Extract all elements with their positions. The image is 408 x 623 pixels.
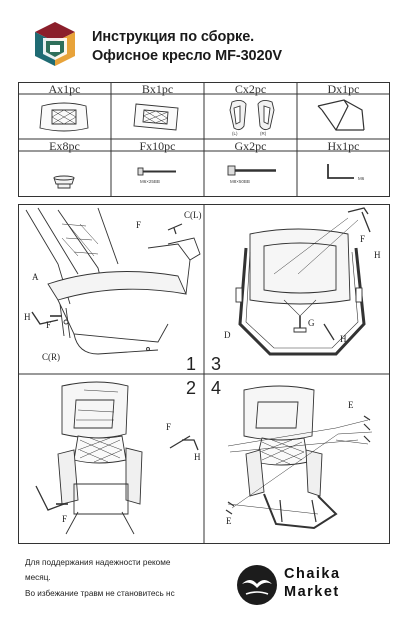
part-label-e: Ex8pc (49, 139, 80, 153)
step1-label-cl: C(L) (184, 210, 202, 220)
step1-label-h: H (24, 312, 31, 322)
part-label-d: Dx1pc (327, 82, 360, 96)
footer-note-line2: месяц. (25, 573, 51, 582)
seagull-icon (237, 565, 277, 605)
brand-logo: Chaika Market (236, 562, 396, 608)
step1-illustration (25, 207, 201, 355)
part-c-armrests-icon (229, 99, 275, 131)
step-number-1: 1 (186, 354, 197, 374)
part-a-seat-icon (39, 102, 89, 132)
brand-name-line1: Chaika (284, 566, 341, 582)
step2-label-h: H (194, 452, 201, 462)
part-label-g: Gx2pc (234, 139, 267, 153)
step3-label-f: F (360, 234, 366, 244)
step3-label-h2: H (340, 334, 347, 344)
step1-label-f: F (136, 220, 142, 230)
part-label-a: Ax1pc (48, 82, 81, 96)
step4-illustration (225, 385, 373, 530)
part-f-bolt-icon (137, 167, 176, 176)
part-b-backrest-icon (133, 103, 179, 131)
part-h-hex-key-icon (327, 164, 354, 179)
part-e-glide-icon (53, 175, 75, 189)
step1-label-f2: F (46, 320, 52, 330)
part-label-f: Fx10pc (139, 139, 176, 153)
step3-label-g: G (308, 318, 315, 328)
part-h-size-note: M6 (358, 176, 365, 181)
assembly-diagrams: F C(L) A H F C(R) F H G D H F H F E E 1 … (18, 204, 390, 544)
step-number-2: 2 (186, 378, 197, 398)
step3-label-d: D (224, 330, 231, 340)
part-label-b: Bx1pc (141, 82, 174, 96)
parts-grid (18, 82, 390, 197)
part-c-right-note: (R) (260, 131, 267, 136)
part-c-left-note: (L) (232, 131, 238, 136)
step4-label-e: E (348, 400, 354, 410)
assembly-drawing (18, 204, 390, 544)
page-subtitle: Офисное кресло MF-3020V (92, 48, 283, 64)
step4-label-e2: E (226, 516, 232, 526)
part-g-size-note: M8×50BB (230, 179, 250, 184)
step3-illustration (235, 207, 371, 356)
part-d-frame-icon (317, 99, 365, 131)
brand-name-line2: Market (284, 584, 340, 600)
step2-label-f: F (166, 422, 172, 432)
step-number-4: 4 (211, 378, 222, 398)
footer-note-line3: Во избежание травм не становитесь нс (25, 589, 175, 598)
step3-label-h: H (374, 250, 381, 260)
parts-table: Ax1pc Bx1pc Cx2pc Dx1pc Ex8pc Fx10pc Gx2… (18, 82, 390, 197)
footer-note-line1: Для поддержания надежности рекоме (25, 558, 171, 567)
page-title: Инструкция по сборке. (92, 29, 255, 45)
step1-label-cr: C(R) (42, 352, 60, 362)
manufacturer-logo-icon (35, 22, 75, 66)
part-g-bolt-icon (227, 165, 276, 176)
step2-illustration (35, 381, 199, 535)
step-number-3: 3 (211, 354, 222, 374)
part-label-c: Cx2pc (234, 82, 267, 96)
part-label-h: Hx1pc (327, 139, 360, 153)
part-f-size-note: M6×25BB (140, 179, 160, 184)
step2-label-f2: F (62, 514, 68, 524)
step1-label-a: A (32, 272, 39, 282)
